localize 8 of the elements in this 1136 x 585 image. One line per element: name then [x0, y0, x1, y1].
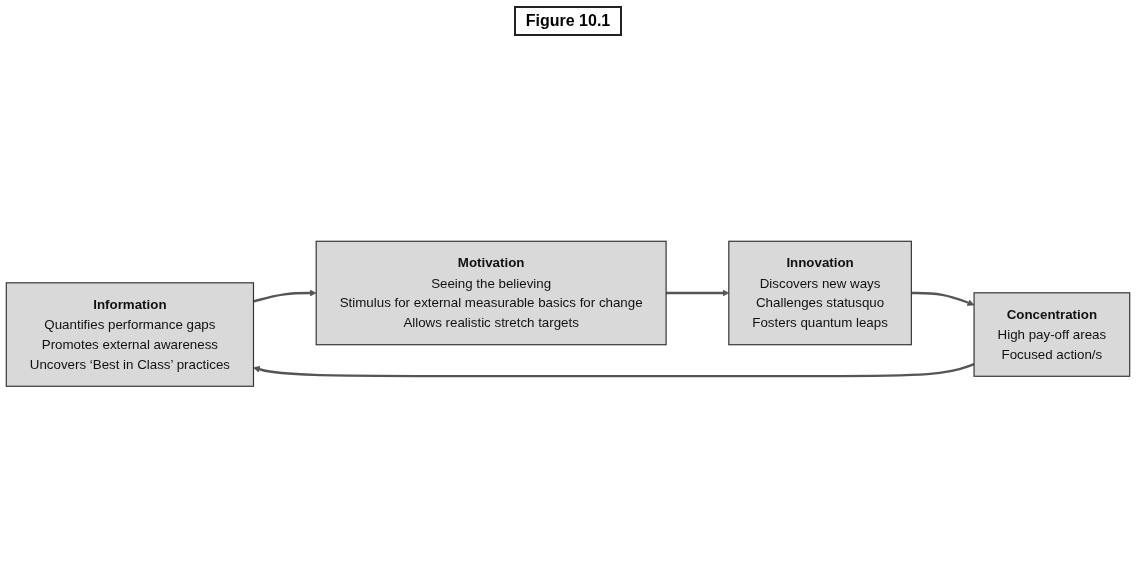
node-box: Innovation Discovers new ways Challenges statusquo Fosters quantum leaps [728, 240, 912, 346]
arrow [253, 362, 975, 377]
figure-caption: Figure 10.1 [513, 6, 623, 36]
arrow [911, 291, 975, 306]
node-box: Motivation Seeing the believing Stimulus for external measurable basics for change Allows realistic stretch targets [315, 240, 667, 346]
arrow [253, 289, 317, 303]
node-box: Information Quantifies performance gaps Promotes external awareness Uncovers ‘Best in Class’ practices [5, 281, 255, 387]
node-box: Concentration High pay-off areas Focused action/s [973, 291, 1131, 377]
